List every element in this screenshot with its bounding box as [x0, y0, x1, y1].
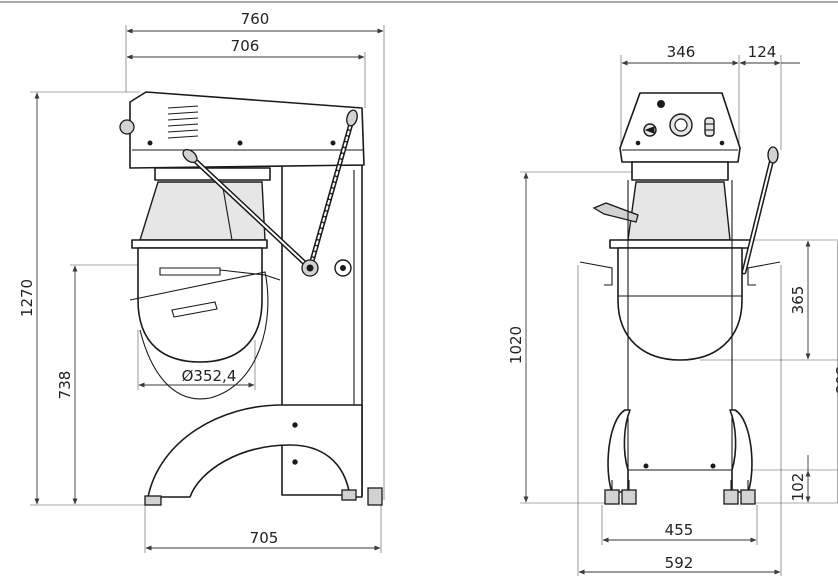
- label-overall-width: 760: [241, 10, 270, 28]
- dimension-bowl-top-height: 808: [832, 241, 838, 503]
- label-leg-span: 455: [665, 521, 694, 539]
- label-bowl-height: 738: [56, 371, 74, 400]
- front-column: [627, 180, 733, 470]
- dimension-leg-span: 455: [601, 505, 758, 545]
- dimension-lever-offset: 124: [739, 43, 800, 150]
- front-lever-grip: [767, 146, 779, 164]
- label-bowl-depth: 365: [789, 286, 807, 315]
- side-foot-front: [144, 495, 162, 506]
- front-hub: [631, 161, 729, 181]
- label-lever-offset: 124: [748, 43, 777, 61]
- dimension-front-head-width: 346: [620, 43, 740, 150]
- front-leg-right: [729, 409, 753, 493]
- label-base-span: 592: [665, 554, 694, 572]
- front-bowl-handle-right: [747, 261, 781, 286]
- side-lever-grip: [182, 148, 198, 164]
- side-base-arch: [147, 404, 363, 498]
- label-column-height: 1020: [507, 326, 525, 364]
- label-foot-height: 102: [789, 473, 807, 502]
- label-base-width: 705: [250, 529, 279, 547]
- front-control-panel: [635, 100, 725, 146]
- dimension-foot-height: 102: [750, 455, 838, 504]
- dimension-bowl-depth: 365: [700, 239, 838, 361]
- dimension-bowl-diameter: Ø352,4: [137, 330, 256, 390]
- front-feet: [604, 480, 756, 505]
- side-view: 760 706 1270 738 705: [18, 10, 385, 553]
- label-front-head-width: 346: [667, 43, 696, 61]
- side-lever-top-grip: [346, 109, 358, 127]
- front-splash-guard: [627, 181, 731, 241]
- dimension-overall-width: 760: [125, 10, 385, 500]
- side-head-button: [119, 119, 135, 135]
- front-switch: [704, 117, 715, 137]
- dimension-total-height: 1270: [18, 91, 150, 506]
- front-view: 346 124 1020 365 808: [507, 43, 838, 576]
- label-head-width: 706: [231, 37, 260, 55]
- label-total-height: 1270: [18, 279, 36, 317]
- front-leg-left: [607, 409, 631, 493]
- front-bowl-rim: [609, 239, 751, 249]
- front-bowl-handle-left: [579, 261, 613, 286]
- side-bowl-rim: [131, 239, 268, 249]
- side-bowl-tilted: [129, 271, 269, 400]
- side-head: [129, 91, 365, 169]
- dimension-base-span: 592: [577, 265, 782, 576]
- front-indicator-icon: [657, 100, 665, 108]
- label-bowl-diameter: Ø352,4: [182, 367, 237, 385]
- side-foot-rear: [367, 487, 383, 506]
- label-bowl-top-height: 808: [832, 366, 838, 395]
- dimension-column-height: 1020: [507, 171, 635, 504]
- front-chute: [592, 202, 639, 223]
- dimension-base-width: 705: [144, 505, 382, 553]
- front-bowl: [617, 247, 743, 361]
- dimension-head-width: 706: [126, 37, 366, 108]
- side-vent-icon: [167, 105, 199, 139]
